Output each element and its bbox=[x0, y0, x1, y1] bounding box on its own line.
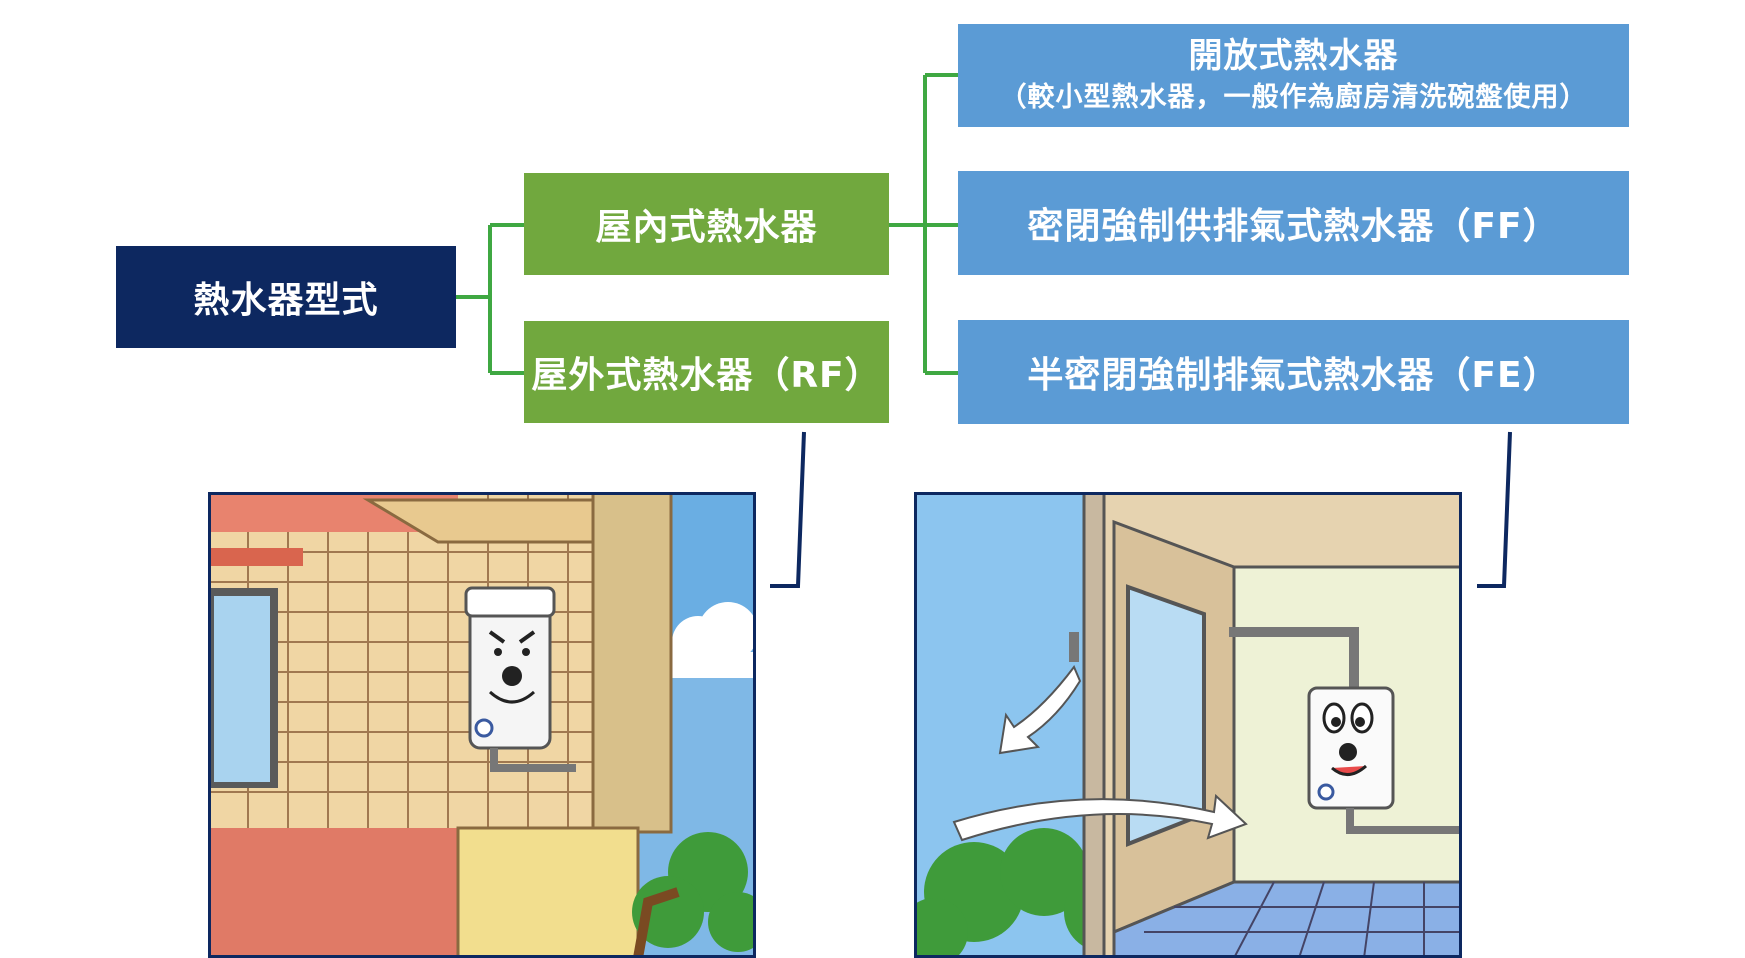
open-type-label: 開放式熱水器 bbox=[1188, 35, 1399, 76]
open-type-box: 開放式熱水器 （較小型熱水器，一般作為廚房清洗碗盤使用） bbox=[958, 24, 1629, 127]
outdoor-label: 屋外式熱水器（RF） bbox=[531, 355, 882, 396]
outdoor-water-heater-illustration bbox=[208, 492, 756, 958]
root-box: 熱水器型式 bbox=[116, 246, 456, 348]
connector-outdoor-to-illustration bbox=[770, 431, 806, 588]
fe-type-label: 半密閉強制排氣式熱水器（FE） bbox=[1027, 355, 1560, 396]
indoor-water-heater-illustration bbox=[914, 492, 1462, 958]
root-label: 熱水器型式 bbox=[193, 280, 379, 321]
ff-type-box: 密閉強制供排氣式熱水器（FF） bbox=[958, 171, 1629, 275]
fe-type-box: 半密閉強制排氣式熱水器（FE） bbox=[958, 320, 1629, 424]
ff-type-label: 密閉強制供排氣式熱水器（FF） bbox=[1027, 206, 1560, 247]
outdoor-box: 屋外式熱水器（RF） bbox=[524, 321, 889, 423]
indoor-box: 屋內式熱水器 bbox=[524, 173, 889, 275]
connector-fe-to-illustration bbox=[1477, 431, 1512, 588]
indoor-label: 屋內式熱水器 bbox=[595, 207, 818, 248]
open-type-note: （較小型熱水器，一般作為廚房清洗碗盤使用） bbox=[999, 81, 1588, 113]
